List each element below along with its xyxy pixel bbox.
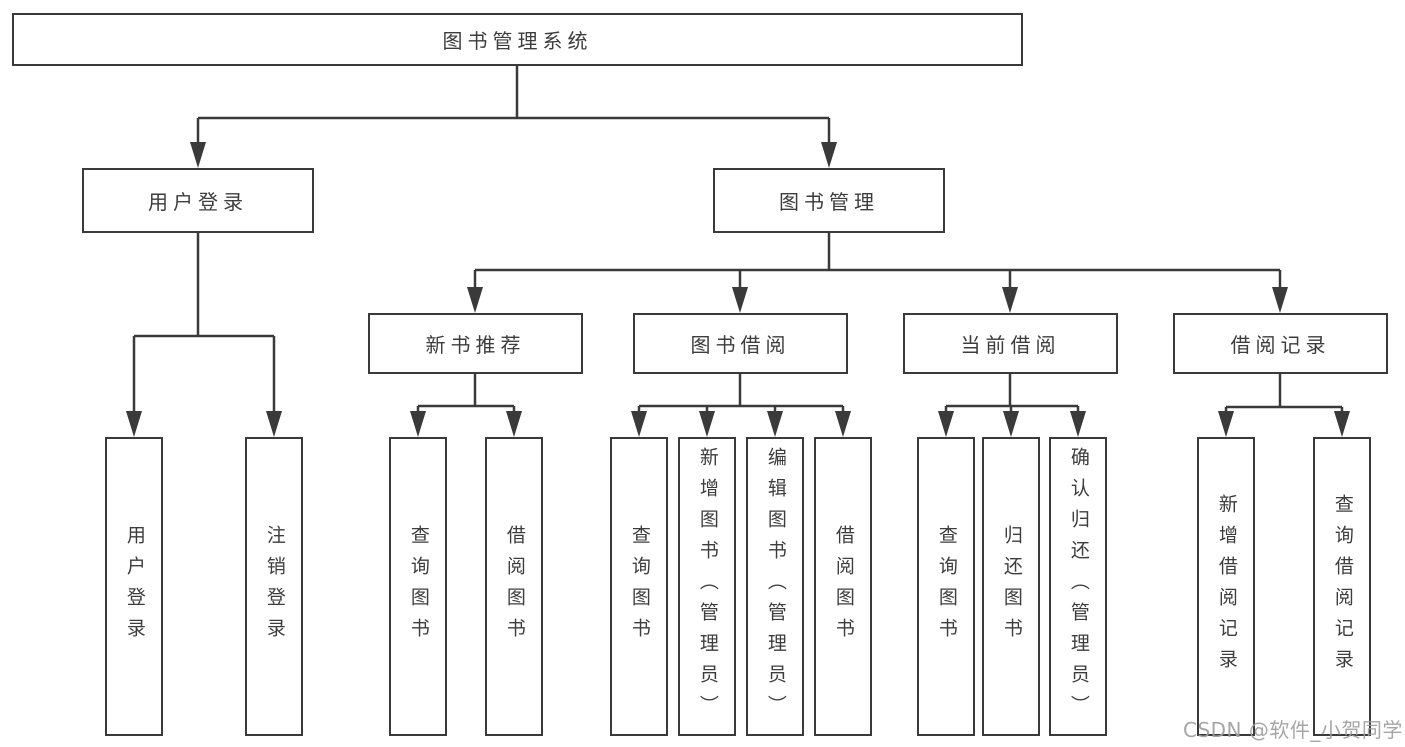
node-label: 编辑图书（管理员）: [764, 447, 787, 726]
node-book-management: 图书管理: [713, 168, 945, 233]
node-library-management-system: 图书管理系统: [12, 13, 1023, 66]
node-label: 当前借阅: [960, 333, 1061, 357]
node-label: 用户登录: [123, 524, 146, 649]
node-label: 借阅图书: [832, 524, 855, 649]
node-book-borrowing: 图书借阅: [633, 313, 848, 374]
node-label: 图书管理系统: [442, 29, 593, 53]
node-user-login: 用户登录: [82, 168, 314, 233]
node-label: 借阅图书: [503, 524, 526, 649]
node-label: 用户登录: [148, 190, 248, 214]
node-borrowing-records: 借阅记录: [1173, 313, 1388, 374]
node-leaf-return-books: 归还图书: [982, 437, 1040, 736]
node-label: 查询图书: [935, 524, 958, 649]
node-leaf-add-books-admin: 新增图书（管理员）: [678, 437, 736, 736]
node-leaf-edit-books-admin: 编辑图书（管理员）: [746, 437, 804, 736]
node-label: 查询图书: [628, 524, 651, 649]
node-label: 查询借阅记录: [1331, 493, 1354, 680]
node-leaf-query-books-current: 查询图书: [917, 437, 975, 736]
node-leaf-borrow-books: 借阅图书: [814, 437, 872, 736]
node-label: 确认归还（管理员）: [1067, 447, 1090, 726]
node-label: 借阅记录: [1230, 333, 1331, 357]
node-label: 新书推荐: [425, 333, 526, 357]
node-current-borrowing: 当前借阅: [903, 313, 1118, 374]
node-leaf-add-borrow-record: 新增借阅记录: [1197, 437, 1255, 736]
node-leaf-query-borrow-record: 查询借阅记录: [1313, 437, 1371, 736]
node-leaf-user-login: 用户登录: [105, 437, 163, 736]
node-label: 新增借阅记录: [1215, 493, 1238, 680]
node-leaf-logout: 注销登录: [245, 437, 303, 736]
node-leaf-confirm-return-admin: 确认归还（管理员）: [1049, 437, 1107, 736]
node-leaf-query-books-recommend: 查询图书: [389, 437, 447, 736]
node-leaf-borrow-books-recommend: 借阅图书: [485, 437, 543, 736]
node-label: 归还图书: [1000, 524, 1023, 649]
node-label: 图书借阅: [690, 333, 791, 357]
node-label: 图书管理: [779, 190, 879, 214]
node-label: 注销登录: [263, 524, 286, 649]
node-leaf-query-books-borrowing: 查询图书: [610, 437, 668, 736]
csdn-watermark: CSDN @软件_小贺同学: [1183, 718, 1403, 742]
node-label: 新增图书（管理员）: [696, 447, 719, 726]
node-new-book-recommend: 新书推荐: [368, 313, 583, 374]
node-label: 查询图书: [407, 524, 430, 649]
